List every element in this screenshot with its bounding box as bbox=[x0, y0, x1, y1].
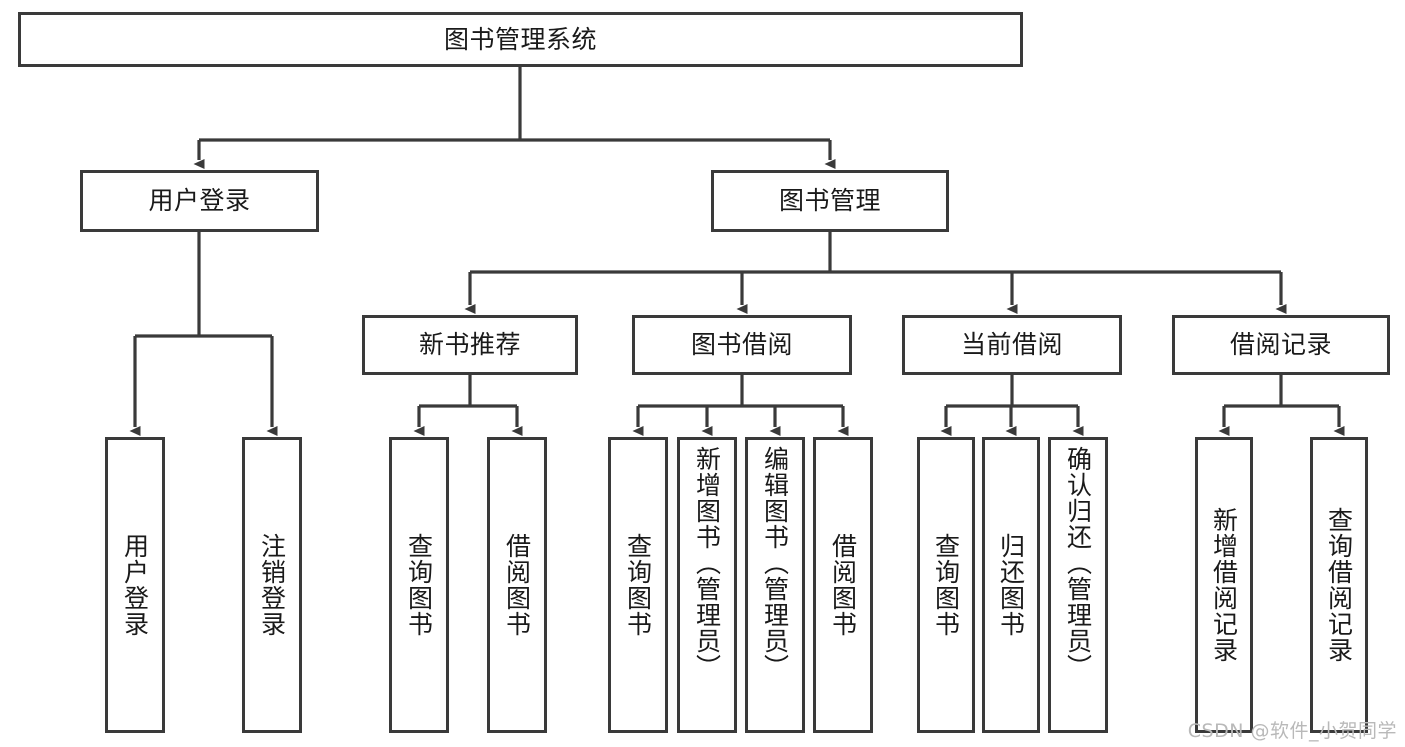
leaf-logout-login[interactable]: 注销登录 bbox=[242, 437, 302, 733]
node-label: 归还图书 bbox=[996, 533, 1026, 637]
leaf-add-book-admin[interactable]: 新增图书（管理员） bbox=[677, 437, 737, 733]
leaf-query-book-current[interactable]: 查询图书 bbox=[917, 437, 975, 733]
node-label: 查询图书 bbox=[623, 533, 653, 637]
node-label: 图书管理系统 bbox=[443, 24, 597, 54]
node-borrow-record[interactable]: 借阅记录 bbox=[1172, 315, 1390, 375]
node-label: 查询图书 bbox=[931, 533, 961, 637]
node-label: 图书借阅 bbox=[690, 330, 793, 360]
node-label: 用户登录 bbox=[120, 533, 150, 637]
leaf-add-borrow-record[interactable]: 新增借阅记录 bbox=[1195, 437, 1253, 733]
watermark-text: CSDN @软件_小贺同学 bbox=[1187, 720, 1397, 742]
leaf-borrow-book-recommend[interactable]: 借阅图书 bbox=[487, 437, 547, 733]
node-label: 图书管理 bbox=[778, 186, 881, 216]
leaf-return-book[interactable]: 归还图书 bbox=[982, 437, 1040, 733]
leaf-user-login[interactable]: 用户登录 bbox=[105, 437, 165, 733]
leaf-borrow-book[interactable]: 借阅图书 bbox=[813, 437, 873, 733]
node-label: 新增图书（管理员） bbox=[692, 446, 722, 680]
node-label: 借阅记录 bbox=[1229, 330, 1332, 360]
node-new-book-recommend[interactable]: 新书推荐 bbox=[362, 315, 578, 375]
node-label: 新增借阅记录 bbox=[1209, 507, 1239, 663]
leaf-query-borrow-record[interactable]: 查询借阅记录 bbox=[1310, 437, 1368, 733]
node-label: 借阅图书 bbox=[502, 533, 532, 637]
node-label: 借阅图书 bbox=[828, 533, 858, 637]
node-label: 注销登录 bbox=[257, 533, 287, 637]
node-label: 编辑图书（管理员） bbox=[760, 446, 790, 680]
node-user-login[interactable]: 用户登录 bbox=[80, 170, 319, 232]
node-book-borrow[interactable]: 图书借阅 bbox=[632, 315, 852, 375]
leaf-edit-book-admin[interactable]: 编辑图书（管理员） bbox=[745, 437, 805, 733]
leaf-query-book-borrow[interactable]: 查询图书 bbox=[608, 437, 668, 733]
node-label: 查询借阅记录 bbox=[1324, 507, 1354, 663]
node-book-management-system[interactable]: 图书管理系统 bbox=[18, 12, 1023, 67]
node-label: 查询图书 bbox=[404, 533, 434, 637]
leaf-confirm-return-admin[interactable]: 确认归还（管理员） bbox=[1048, 437, 1108, 733]
node-label: 新书推荐 bbox=[418, 330, 521, 360]
node-book-management[interactable]: 图书管理 bbox=[711, 170, 949, 232]
leaf-query-book-recommend[interactable]: 查询图书 bbox=[389, 437, 449, 733]
node-label: 用户登录 bbox=[148, 186, 251, 216]
node-label: 当前借阅 bbox=[960, 330, 1063, 360]
node-current-borrow[interactable]: 当前借阅 bbox=[902, 315, 1122, 375]
node-label: 确认归还（管理员） bbox=[1063, 446, 1093, 680]
